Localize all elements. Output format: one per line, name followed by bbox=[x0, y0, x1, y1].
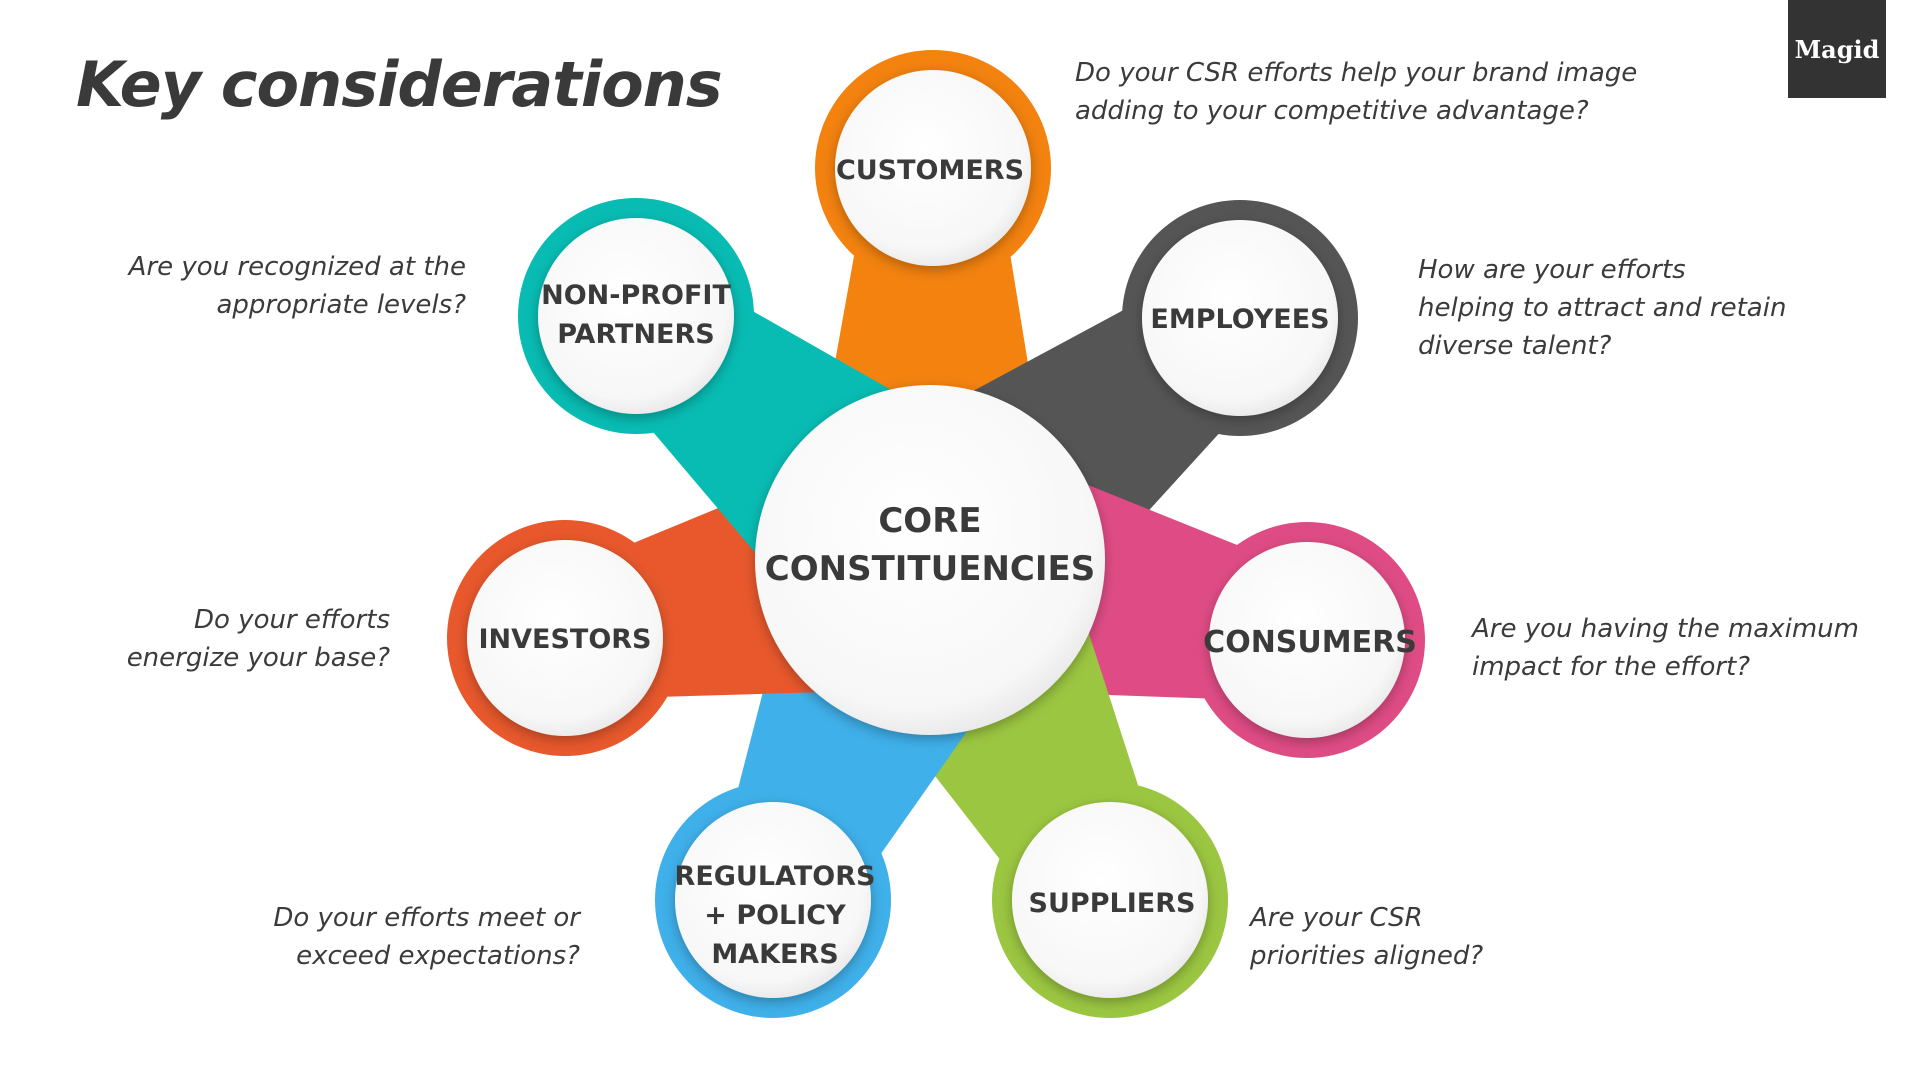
center-disc bbox=[755, 385, 1105, 735]
node-label-customers: CUSTOMERS bbox=[830, 146, 1030, 196]
question-regulators: Do your efforts meet or exceed expectati… bbox=[80, 899, 580, 975]
question-employees-line3: diverse talent? bbox=[1418, 331, 1612, 361]
disc-investors bbox=[467, 540, 663, 736]
question-nonprofit-line2: appropriate levels? bbox=[216, 290, 466, 320]
center-label-line1: CORE bbox=[878, 501, 982, 541]
question-regulators-line1: Do your efforts meet or bbox=[273, 903, 580, 933]
question-customers-line1: Do your CSR efforts help your brand imag… bbox=[1075, 58, 1638, 88]
node-label-nonprofit-line1: NON-PROFIT bbox=[541, 280, 731, 311]
node-label-investors: INVESTORS bbox=[470, 615, 660, 665]
question-nonprofit: Are you recognized at the appropriate le… bbox=[0, 248, 466, 324]
question-regulators-line2: exceed expectations? bbox=[296, 941, 580, 971]
disc-regulators bbox=[675, 802, 871, 998]
question-investors-line1: Do your efforts bbox=[193, 605, 390, 635]
center-label-line2: CONSTITUENCIES bbox=[764, 549, 1096, 589]
disc-suppliers bbox=[1012, 802, 1208, 998]
magid-logo: Magid bbox=[1788, 0, 1886, 98]
node-label-suppliers-line1: SUPPLIERS bbox=[1028, 888, 1196, 919]
node-label-consumers-line1: CONSUMERS bbox=[1203, 625, 1417, 660]
question-investors-line2: energize your base? bbox=[126, 643, 390, 673]
question-consumers: Are you having the maximum impact for th… bbox=[1472, 610, 1912, 686]
question-investors: Do your efforts energize your base? bbox=[0, 601, 390, 677]
node-label-customers-line1: CUSTOMERS bbox=[835, 155, 1025, 186]
center-label: CORE CONSTITUENCIES bbox=[760, 495, 1100, 595]
question-consumers-line1: Are you having the maximum bbox=[1472, 614, 1859, 644]
node-label-regulators-line3: MAKERS bbox=[711, 938, 839, 970]
question-consumers-line2: impact for the effort? bbox=[1472, 652, 1751, 682]
node-label-regulators-line2: + POLICY bbox=[704, 899, 846, 931]
question-nonprofit-line1: Are you recognized at the bbox=[128, 252, 466, 282]
question-employees: How are your efforts helping to attract … bbox=[1418, 251, 1918, 365]
page-title: Key considerations bbox=[76, 48, 723, 121]
question-suppliers-line2: priorities aligned? bbox=[1250, 941, 1484, 971]
disc-nonprofit bbox=[538, 218, 734, 414]
node-label-nonprofit: NON-PROFIT PARTNERS bbox=[536, 275, 736, 355]
question-suppliers: Are your CSR priorities aligned? bbox=[1250, 899, 1650, 975]
node-label-regulators-line1: REGULATORS bbox=[674, 860, 876, 892]
disc-consumers bbox=[1209, 542, 1405, 738]
node-label-suppliers: SUPPLIERS bbox=[1017, 879, 1207, 929]
disc-customers bbox=[835, 70, 1031, 266]
node-label-consumers: CONSUMERS bbox=[1200, 618, 1420, 668]
node-label-employees-line1: EMPLOYEES bbox=[1150, 304, 1330, 335]
node-label-regulators: REGULATORS + POLICY MAKERS bbox=[670, 855, 880, 975]
node-label-nonprofit-line2: PARTNERS bbox=[557, 319, 715, 350]
question-employees-line1: How are your efforts bbox=[1418, 255, 1686, 285]
question-suppliers-line1: Are your CSR bbox=[1250, 903, 1423, 933]
question-customers: Do your CSR efforts help your brand imag… bbox=[1075, 54, 1675, 130]
disc-employees bbox=[1142, 220, 1338, 416]
question-customers-line2: adding to your competitive advantage? bbox=[1075, 96, 1589, 126]
node-label-employees: EMPLOYEES bbox=[1140, 295, 1340, 345]
node-label-investors-line1: INVESTORS bbox=[478, 624, 652, 655]
question-employees-line2: helping to attract and retain bbox=[1418, 293, 1787, 323]
